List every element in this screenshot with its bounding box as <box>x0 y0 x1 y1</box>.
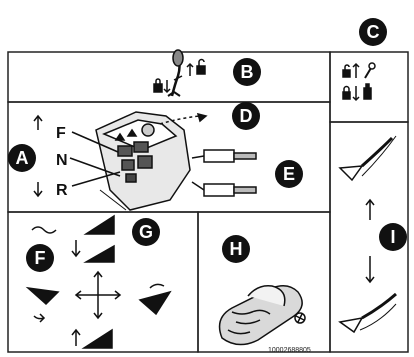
hydraulic-cylinders-icon <box>191 149 257 197</box>
part-number: 10002688805 <box>268 347 311 354</box>
panel-grid <box>7 51 409 353</box>
callout-b: B <box>233 58 261 86</box>
joystick-icon <box>167 49 184 97</box>
blade-raise-icon <box>83 214 115 235</box>
svg-text:F: F <box>35 248 46 268</box>
unlocked-padlock-icon <box>186 58 206 76</box>
svg-text:I: I <box>390 227 395 247</box>
blade-motion-illustration <box>25 214 172 349</box>
blade-lower-icon <box>83 244 115 263</box>
joystick-lock-illustration <box>153 49 206 97</box>
panel-bottom-middle <box>197 211 331 353</box>
svg-text:A: A <box>16 148 29 168</box>
console-illustration <box>33 111 257 211</box>
lever-label-neutral: N <box>56 152 68 169</box>
lock-down-icon <box>342 85 360 102</box>
blade-tilt-left-icon <box>25 286 60 306</box>
locked-padlock-icon <box>153 78 171 94</box>
svg-text:H: H <box>230 239 243 259</box>
callout-f: F <box>26 244 54 272</box>
lever-label-forward: F <box>56 125 66 142</box>
blade-tilt-column-illustration <box>338 135 397 334</box>
toggle-switch-icon <box>363 62 376 100</box>
blade-float-icon <box>81 328 113 349</box>
svg-text:D: D <box>240 106 253 126</box>
callout-a: A <box>8 144 36 172</box>
callout-c: C <box>359 18 387 46</box>
blade-tilt-right-icon <box>138 290 172 316</box>
hand-joystick-illustration <box>218 284 306 346</box>
svg-text:G: G <box>139 222 153 242</box>
four-way-arrows-icon <box>74 270 122 320</box>
callout-e: E <box>275 160 303 188</box>
callout-d: D <box>232 102 260 130</box>
callout-h: H <box>222 235 250 263</box>
lock-switch-illustration <box>342 62 376 102</box>
svg-text:B: B <box>241 62 254 82</box>
callout-g: G <box>132 218 160 246</box>
svg-text:E: E <box>283 164 295 184</box>
unlock-up-icon <box>342 62 360 78</box>
lever-label-reverse: R <box>56 182 68 199</box>
callout-i: I <box>379 223 407 251</box>
svg-text:C: C <box>367 22 380 42</box>
